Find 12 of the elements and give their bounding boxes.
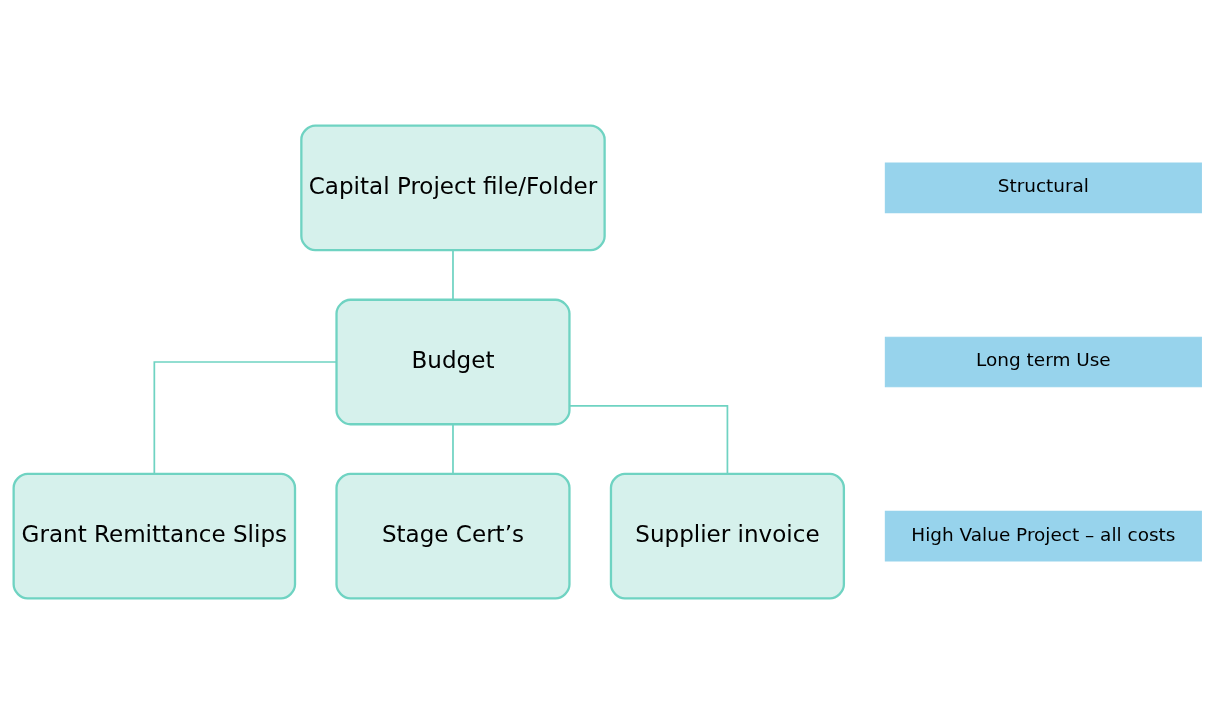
node-box: High Value Project – all costs <box>884 510 1202 561</box>
connector <box>153 360 338 475</box>
node-box: Long term Use <box>884 336 1202 387</box>
connector <box>452 423 454 474</box>
connector <box>452 248 454 300</box>
node-box: Structural <box>884 162 1202 213</box>
node-box: Supplier invoice <box>609 472 846 600</box>
node-box: Budget <box>335 298 571 425</box>
node-box: Grant Remittance Slips <box>12 472 297 600</box>
connector <box>568 404 729 474</box>
node-box: Stage Cert’s <box>335 472 571 600</box>
node-box: Capital Project file/Folder <box>300 123 606 251</box>
